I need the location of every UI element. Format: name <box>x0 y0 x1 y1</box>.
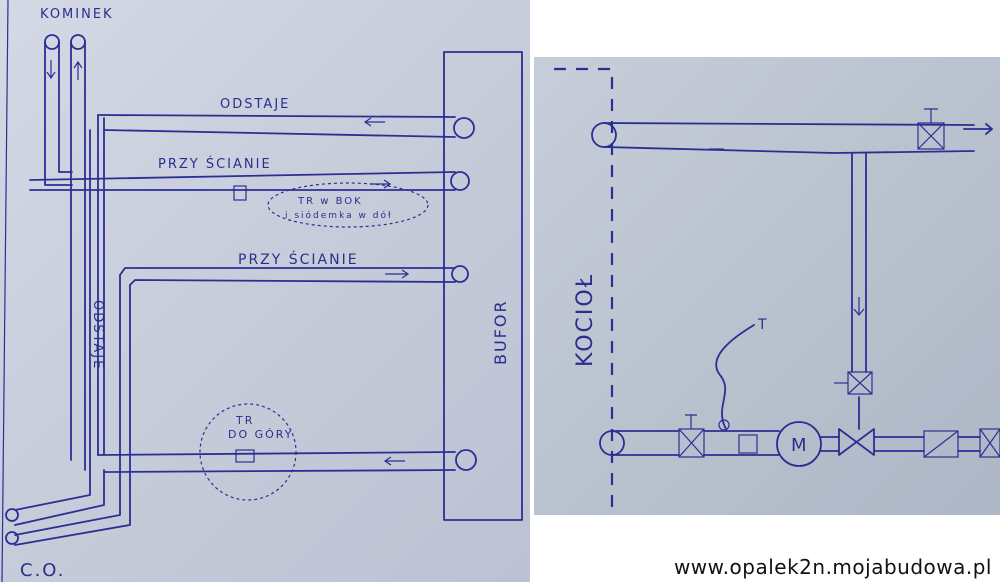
pipe-bottom-lower <box>103 469 456 473</box>
tr-note-line1: TR w BOK <box>297 196 363 207</box>
chimney-pipe-left-inner <box>58 41 73 173</box>
right-arrow <box>370 179 392 189</box>
tr-do-gory-line1: TR <box>235 414 254 427</box>
top-valve-cross <box>917 122 945 150</box>
chimney-pipe-circle-right <box>70 34 86 50</box>
co-pipe-end-1 <box>5 508 19 522</box>
left-sketch-drawing: KOMINEK ODSTAJE PRZY ŚCIANIE TR w BOK i … <box>1 0 523 582</box>
up-arrow <box>73 60 83 80</box>
chimney-pipe-left-outer <box>44 41 73 186</box>
przy-scianie-1-label: PRZY ŚCIANIE <box>158 156 272 172</box>
right-sketch-panel: T M KOCIOŁ <box>534 57 1000 515</box>
pipe-odstaje-top-lower <box>103 129 456 138</box>
bottom-pipe-end <box>957 436 981 452</box>
odstaje-top-label: ODSTAJE <box>220 97 290 112</box>
bottom-valve-1-handle <box>685 414 697 429</box>
chimney-pipe-circle-left <box>44 34 60 50</box>
co-pipe-4 <box>14 454 131 546</box>
top-valve-handle <box>924 108 938 123</box>
pipe-przy-scianie-1-upper <box>29 171 456 181</box>
down-arrow <box>46 60 56 80</box>
end-valve-cross <box>979 428 1000 458</box>
pipe-odstaje-top-upper <box>97 114 456 118</box>
paper-edge <box>1 0 9 582</box>
tr-do-gory-line2: DO GÓRY <box>228 428 293 441</box>
kociol-label: KOCIOŁ <box>573 273 598 367</box>
right-sketch-drawing: T M KOCIOŁ <box>554 67 1000 507</box>
co-pipe-end-2 <box>5 531 19 545</box>
check-valve-diagonal <box>923 430 959 458</box>
odstaje-vertical-label: ODSTAJE <box>90 300 105 370</box>
pipe-przy-scianie-2-lower <box>129 279 456 286</box>
tr-note-bubble <box>267 182 429 228</box>
right-arrow <box>963 123 993 135</box>
kominek-label: KOMINEK <box>40 7 114 22</box>
przy-scianie-2-label: PRZY ŚCIANIE <box>238 250 359 268</box>
pipe-bottom-upper <box>97 451 456 456</box>
top-pipe-lower <box>603 146 975 154</box>
pipe-przy-scianie-2-upper <box>119 267 456 276</box>
temperature-sensor-capillary <box>715 324 755 430</box>
temperature-sensor-bulb <box>718 419 730 431</box>
buffer-connection-4 <box>455 449 477 471</box>
buffer-connection-3 <box>451 265 469 283</box>
bottom-valve-1-cross <box>678 428 705 458</box>
pump <box>776 421 822 467</box>
co-pipe-3 <box>14 454 121 536</box>
top-pipe-upper <box>603 122 975 126</box>
tee-fitting <box>233 185 247 201</box>
co-pipe-1 <box>14 449 91 511</box>
pump-outlet <box>820 436 840 452</box>
buffer-connection-2 <box>450 171 470 191</box>
tr-note-line2: i siódemka w dół <box>285 210 393 221</box>
t-label: T <box>757 317 769 333</box>
co-pipe-2 <box>14 469 105 526</box>
tee-fitting-up <box>235 449 255 463</box>
right-arrow <box>385 269 410 279</box>
end-valve <box>979 428 1000 458</box>
pump-flange-left <box>738 434 758 454</box>
boiler-outlet-top <box>591 122 617 148</box>
bottom-pipe-right <box>873 436 925 452</box>
buffer-connection-1 <box>453 117 475 139</box>
co-label: C.O. <box>20 560 65 581</box>
tr-do-gory-bubble <box>199 403 297 501</box>
left-arrow <box>383 456 405 466</box>
left-arrow <box>363 117 385 127</box>
vertical-valve-cross <box>847 371 873 395</box>
bufor-label: BUFOR <box>491 299 510 365</box>
pump-label: M <box>791 435 809 456</box>
buffer-tank <box>443 51 523 521</box>
three-way-valve <box>838 428 875 456</box>
check-valve <box>923 430 959 458</box>
down-arrow <box>853 297 865 316</box>
watermark-url: www.opalek2n.mojabudowa.pl <box>673 555 992 579</box>
left-sketch-panel: KOMINEK ODSTAJE PRZY ŚCIANIE TR w BOK i … <box>0 0 530 582</box>
